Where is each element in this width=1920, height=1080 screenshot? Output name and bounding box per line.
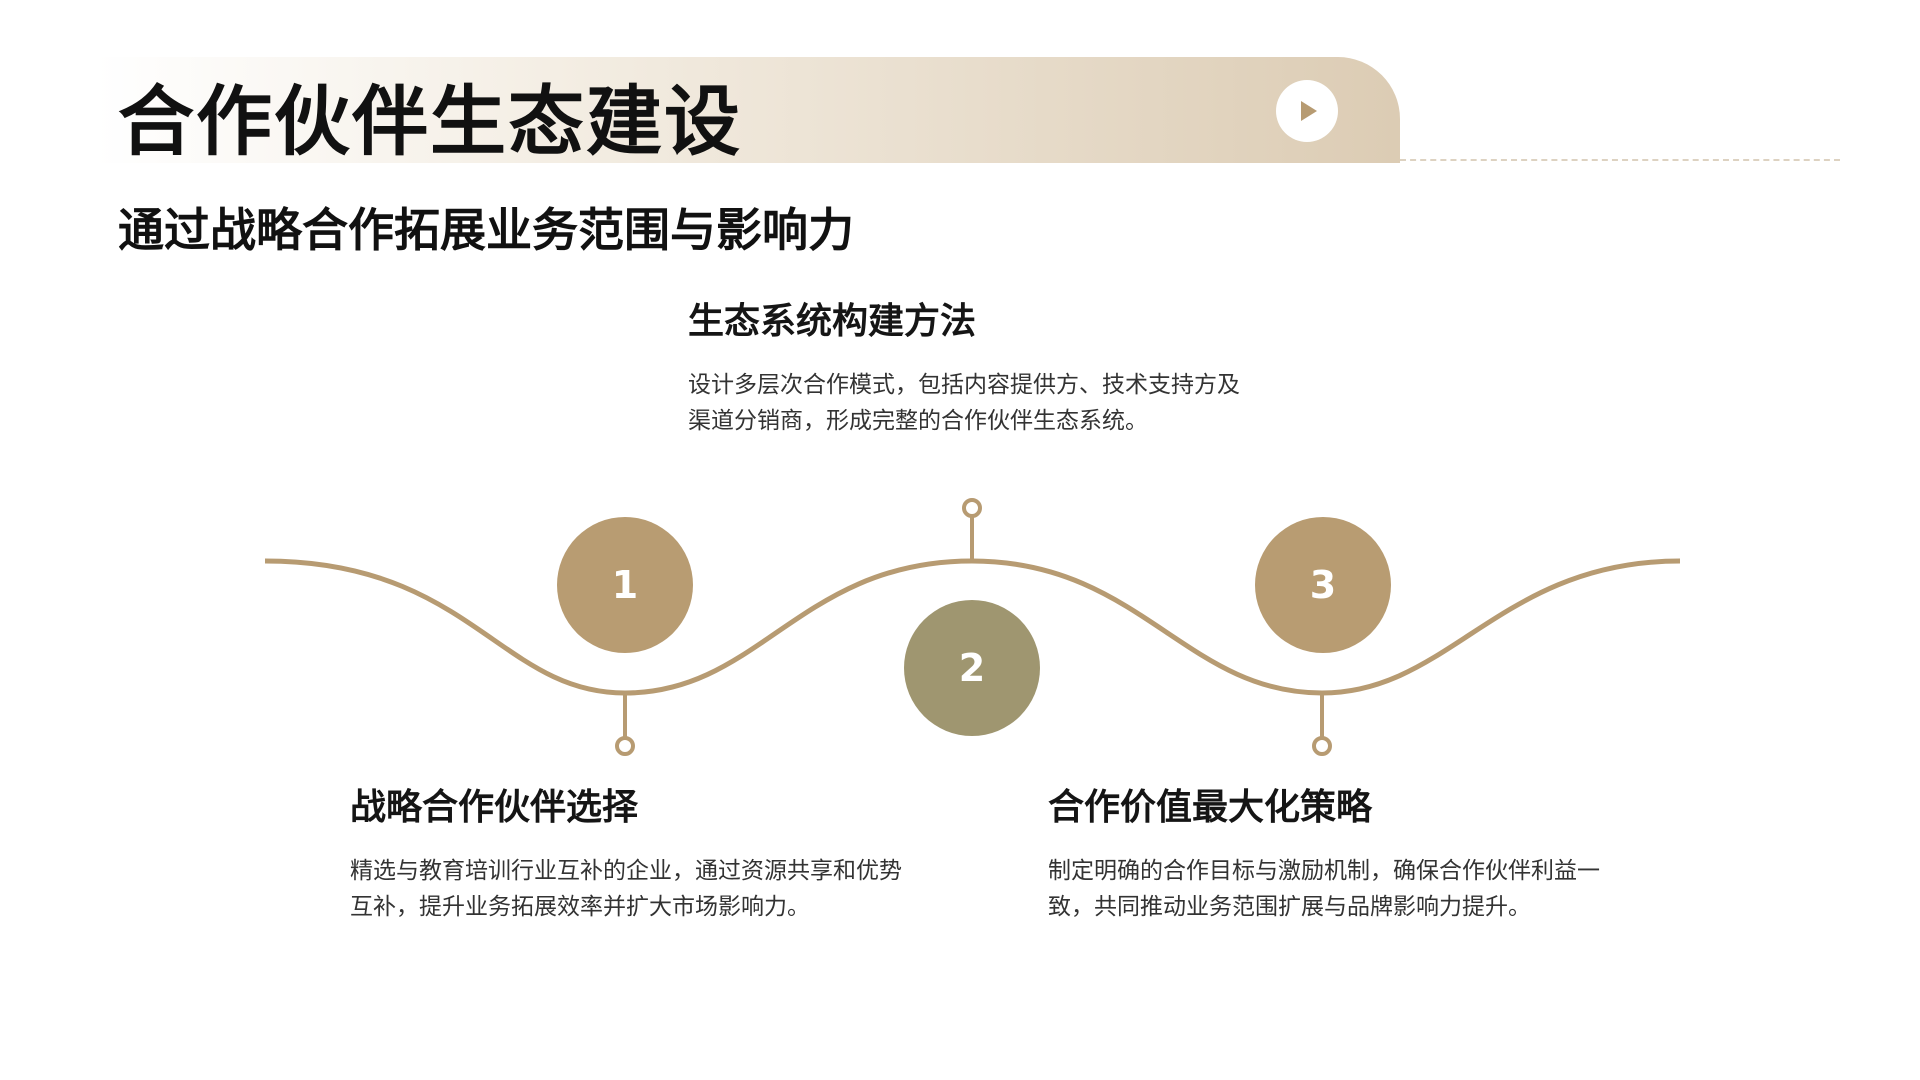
connector-dot-step-2 bbox=[962, 498, 982, 518]
step-2-circle: 2 bbox=[904, 600, 1040, 736]
step-1-circle: 1 bbox=[557, 517, 693, 653]
play-button[interactable] bbox=[1276, 80, 1338, 142]
play-icon bbox=[1301, 101, 1317, 121]
connector-dot-step-3 bbox=[1312, 736, 1332, 756]
header-band bbox=[95, 57, 1400, 163]
connector-dot-step-1 bbox=[615, 736, 635, 756]
step-3-text: 制定明确的合作目标与激励机制，确保合作伙伴利益一致，共同推动业务范围扩展与品牌影… bbox=[1048, 858, 1600, 920]
step-3-heading: 合作价值最大化策略 bbox=[1048, 787, 1373, 828]
step-2-heading: 生态系统构建方法 bbox=[688, 301, 977, 342]
page-subtitle: 通过战略合作拓展业务范围与影响力 bbox=[118, 203, 854, 257]
header-dashed-line bbox=[1400, 159, 1840, 161]
step-2-text: 设计多层次合作模式，包括内容提供方、技术支持方及渠道分销商，形成完整的合作伙伴生… bbox=[688, 372, 1240, 434]
page-title: 合作伙伴生态建设 bbox=[118, 77, 742, 166]
step-1-text: 精选与教育培训行业互补的企业，通过资源共享和优势互补，提升业务拓展效率并扩大市场… bbox=[350, 858, 902, 920]
step-3-circle: 3 bbox=[1255, 517, 1391, 653]
step-1-heading: 战略合作伙伴选择 bbox=[350, 787, 639, 828]
